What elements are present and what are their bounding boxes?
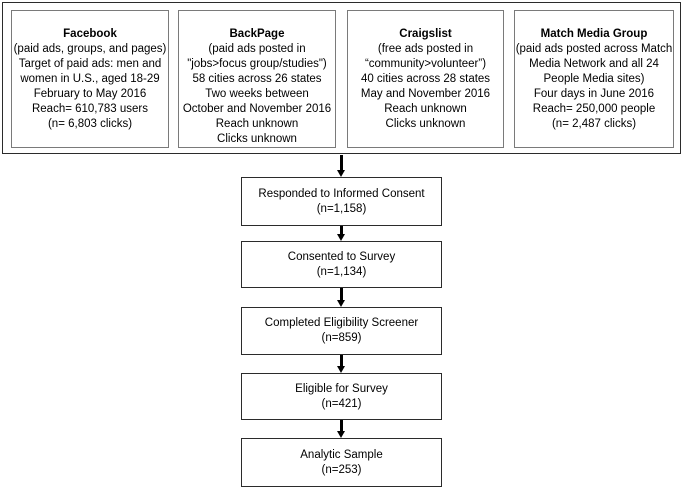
source-title: BackPage [229, 28, 285, 40]
source-detail-line: (free ads posted in [377, 43, 474, 55]
arrow-head [337, 170, 345, 177]
source-detail-line: Four days in June 2016 [533, 88, 655, 100]
source-box-facebook: Facebook (paid ads, groups, and pages) T… [11, 10, 169, 148]
source-title: Match Media Group [540, 28, 648, 40]
arrow-shaft [340, 226, 343, 235]
arrow-shaft [340, 420, 343, 432]
source-title: Craigslist [399, 28, 452, 40]
source-detail-line: February to May 2016 [33, 88, 147, 100]
flow-step-count: (n=1,134) [316, 265, 367, 278]
source-detail-lines: (free ads posted in “community>volunteer… [348, 42, 503, 132]
flow-step-responded-to-informed-consent: Responded to Informed Consent (n=1,158) [241, 177, 442, 226]
source-detail-line: Media Network and all 24 [529, 58, 659, 70]
source-detail-line: Clicks unknown [385, 118, 466, 130]
source-detail-line: (n= 6,803 clicks) [47, 118, 133, 130]
arrow-head [337, 234, 345, 241]
flow-step-count: (n=421) [321, 397, 362, 410]
source-detail-line: 58 cities across 26 states [192, 73, 322, 85]
source-detail-line: (paid ads posted in [208, 43, 306, 55]
flow-step-label: Responded to Informed Consent [258, 187, 425, 200]
source-detail-line: Reach unknown [384, 103, 467, 115]
source-detail-line: Reach= 250,000 people [532, 103, 656, 115]
source-detail-lines: (paid ads posted in "jobs>focus group/st… [179, 42, 335, 147]
arrow-head [337, 366, 345, 373]
flow-step-count: (n=859) [321, 332, 362, 344]
flow-step-eligible-for-survey: Eligible for Survey (n=421) [241, 373, 442, 420]
source-detail-line: “community>volunteer”) [364, 58, 487, 70]
flow-step-consented-to-survey: Consented to Survey (n=1,134) [241, 241, 442, 288]
flow-arrow-down [337, 420, 345, 438]
source-detail-line: (paid ads, groups, and pages) [13, 43, 167, 55]
source-detail-line: Reach= 610,783 users [31, 103, 149, 115]
source-detail-lines: (paid ads posted across Match Media Netw… [515, 42, 673, 132]
flow-step-analytic-sample: Analytic Sample (n=253) [241, 438, 442, 487]
arrow-head [337, 300, 345, 307]
flow-arrow-down [337, 288, 345, 307]
source-detail-line: Reach unknown [215, 118, 299, 130]
flow-step-label: Analytic Sample [300, 448, 383, 461]
flow-step-count: (n=1,158) [316, 202, 367, 215]
source-detail-line: May and November 2016 [360, 88, 491, 100]
source-detail-line: women in U.S., aged 18-29 [20, 73, 160, 85]
flow-step-label: Eligible for Survey [295, 382, 388, 395]
flow-arrow-down [337, 355, 345, 373]
arrow-head [337, 431, 345, 438]
source-detail-line: People Media sites) [543, 73, 645, 85]
source-detail-line: (paid ads posted across Match [515, 43, 673, 55]
source-detail-line: Clicks unknown [217, 133, 297, 145]
source-detail-line: October and November 2016 [182, 103, 332, 115]
source-detail-line: "jobs>focus group/studies") [187, 58, 327, 70]
source-detail-line: Two weeks between [205, 88, 309, 100]
recruitment-sources-container: Facebook (paid ads, groups, and pages) T… [2, 2, 681, 154]
flow-step-label: Completed Eligibility Screener [264, 317, 419, 329]
source-detail-line: Target of paid ads: men and [18, 58, 162, 70]
source-detail-lines: (paid ads, groups, and pages) Target of … [12, 42, 168, 132]
flow-step-completed-eligibility-screener: Completed Eligibility Screener (n=859) [241, 307, 442, 355]
source-box-match-media-group: Match Media Group (paid ads posted acros… [514, 10, 674, 148]
flow-arrow-down [337, 226, 345, 241]
source-detail-line: (n= 2,487 clicks) [551, 118, 637, 130]
arrow-shaft [340, 155, 343, 171]
flow-step-label: Consented to Survey [287, 250, 396, 263]
flow-arrow-down [337, 155, 345, 177]
source-box-backpage: BackPage (paid ads posted in "jobs>focus… [178, 10, 336, 148]
arrow-shaft [340, 355, 343, 367]
source-detail-line: 40 cities across 28 states [360, 73, 491, 85]
arrow-shaft [340, 288, 343, 301]
flow-step-count: (n=253) [321, 463, 362, 476]
source-box-craigslist: Craigslist (free ads posted in “communit… [347, 10, 504, 148]
source-title: Facebook [63, 28, 117, 40]
